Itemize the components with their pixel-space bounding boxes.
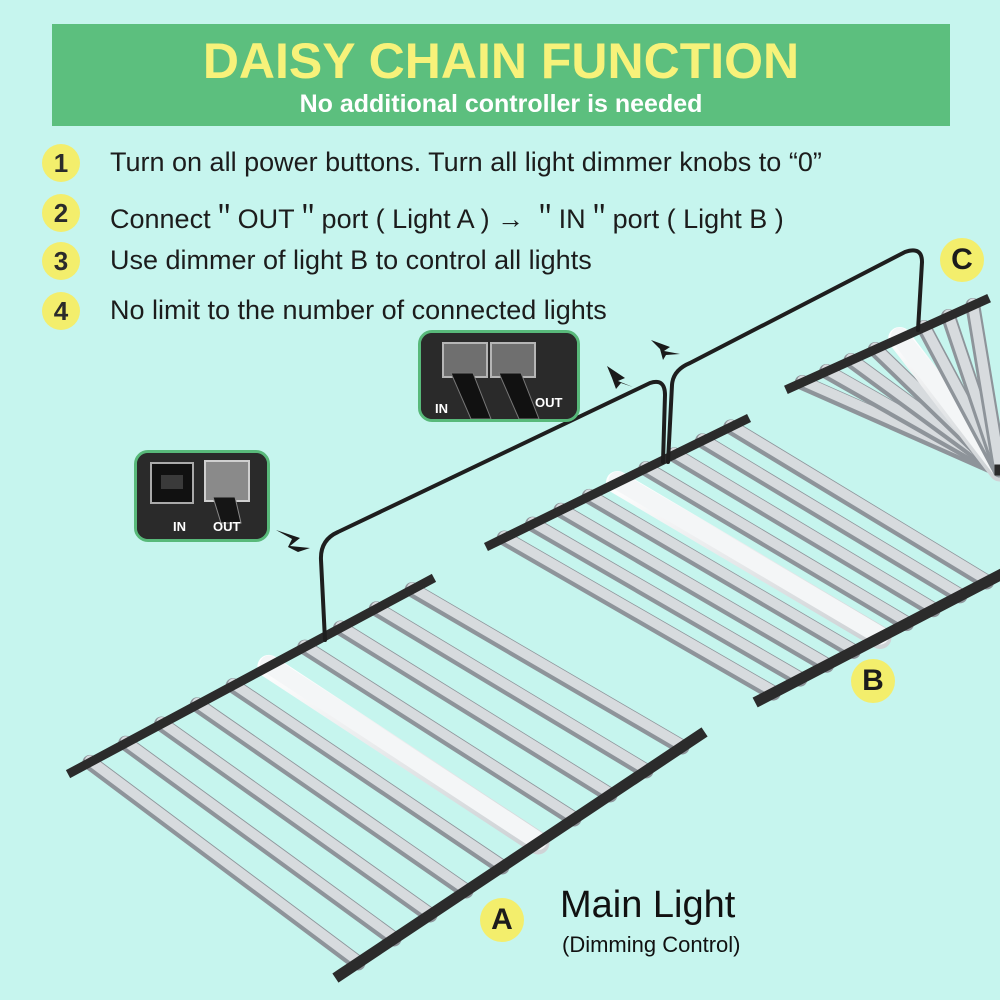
front-rail: [752, 568, 1000, 708]
back-rail: [65, 573, 437, 779]
led-bar: [120, 736, 399, 942]
in-port-label: IN: [435, 401, 448, 416]
step-number-badge: 4: [42, 292, 80, 330]
led-bar: [640, 461, 912, 627]
pointer-arrows: [276, 340, 680, 552]
step-number-badge: 2: [42, 194, 80, 232]
connector-plugs-image: [421, 333, 577, 419]
back-rail: [784, 294, 991, 394]
connector-ports-image: [137, 453, 267, 539]
step-text: Connect＂OUT＂port ( Light A ) → ＂IN＂port …: [110, 204, 784, 234]
banner-title: DAISY CHAIN FUNCTION: [202, 33, 800, 89]
light-c-badge: C: [940, 238, 984, 282]
step-text: No limit to the number of connected ligh…: [110, 295, 607, 325]
arrow-to-port-b: [607, 366, 633, 389]
led-bar: [697, 433, 965, 599]
led-bar: [669, 447, 939, 613]
cable-a-to-b: [318, 379, 667, 642]
out-port-label: OUT: [213, 519, 241, 534]
step-text: Use dimmer of light B to control all lig…: [110, 245, 592, 275]
led-bar: [407, 582, 687, 750]
header-banner: DAISY CHAIN FUNCTION No additional contr…: [52, 24, 950, 126]
step-number-badge: 3: [42, 242, 80, 280]
led-bar: [371, 601, 651, 774]
led-bar: [499, 531, 779, 697]
banner-subtitle: No additional controller is needed: [299, 90, 703, 118]
main-light-subtitle: (Dimming Control): [562, 932, 741, 957]
led-bar: [967, 298, 1000, 473]
light-a-badge: A: [480, 898, 524, 942]
led-bar: [584, 489, 859, 655]
led-bar: [299, 640, 579, 822]
port-closeup-b: IN OUT: [418, 330, 580, 422]
led-bar: [228, 678, 507, 870]
led-bar: [527, 517, 805, 683]
led-bar: [84, 755, 363, 966]
led-bar: [192, 697, 471, 894]
light-fixture-b: [483, 413, 1000, 708]
port-closeup-a: IN OUT: [134, 450, 270, 542]
front-rail: [332, 727, 708, 983]
driver-bar-face: [608, 471, 889, 645]
connection-cables: [318, 248, 924, 642]
step-text: Turn on all power buttons. Turn all ligh…: [110, 147, 822, 177]
back-rail: [483, 413, 752, 552]
arrow-to-port-a: [276, 530, 310, 552]
in-port-label: IN: [173, 519, 186, 534]
light-fixture-c: [784, 294, 1000, 482]
step-number-badge: 1: [42, 144, 80, 182]
led-bar: [156, 717, 435, 918]
led-bar: [335, 621, 615, 798]
light-b-badge: B: [851, 659, 895, 703]
out-port-label: OUT: [535, 395, 563, 410]
led-bar: [555, 503, 832, 669]
light-fixture-a: [65, 573, 708, 983]
led-bar: [725, 419, 992, 585]
driver-bar-face: [259, 655, 547, 850]
arrow-to-port-c: [651, 340, 680, 360]
cable-b-to-c: [666, 248, 924, 464]
main-light-title: Main Light: [560, 884, 736, 926]
